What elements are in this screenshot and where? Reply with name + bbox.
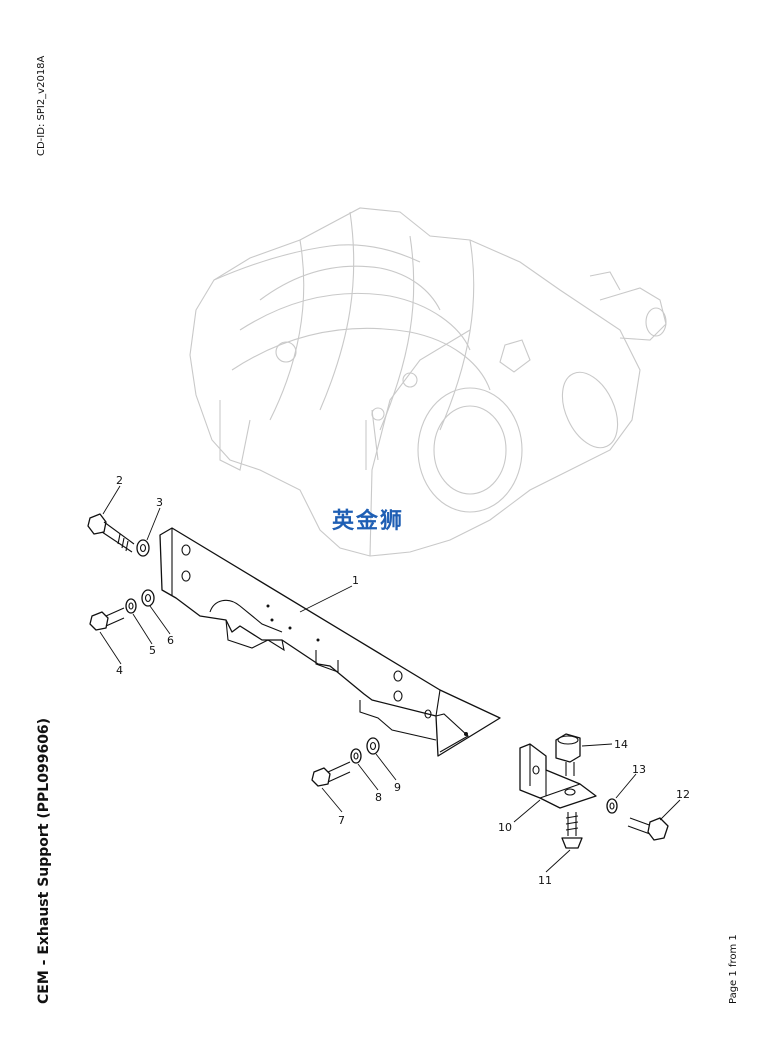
callout-7: 7 — [338, 814, 345, 827]
bolt-2 — [87, 513, 135, 553]
callout-9: 9 — [394, 781, 401, 794]
callout-13: 13 — [632, 763, 646, 776]
callout-8: 8 — [375, 791, 382, 804]
exhaust-unit-outline — [189, 207, 667, 557]
callout-10: 10 — [498, 821, 512, 834]
callouts: 1 2 3 4 5 6 7 8 9 10 11 12 13 14 — [116, 474, 690, 887]
washer-9 — [366, 737, 380, 755]
bolt-4 — [89, 607, 125, 631]
watermark-logo: 英金狮 — [332, 508, 404, 534]
washer-13 — [606, 798, 618, 814]
callout-12: 12 — [676, 788, 690, 801]
bolt-7 — [311, 761, 351, 787]
callout-1: 1 — [352, 574, 359, 587]
callout-5: 5 — [149, 644, 156, 657]
callout-4: 4 — [116, 664, 123, 677]
washer-5 — [125, 598, 137, 614]
callout-3: 3 — [156, 496, 163, 509]
nut-14 — [555, 733, 581, 776]
leader-lines — [99, 485, 681, 873]
washer-8 — [350, 748, 362, 764]
callout-2: 2 — [116, 474, 123, 487]
callout-14: 14 — [614, 738, 628, 751]
callout-6: 6 — [167, 634, 174, 647]
callout-11: 11 — [538, 874, 552, 887]
angle-bracket-10 — [519, 743, 597, 809]
washer-6 — [141, 589, 155, 607]
bolt-12 — [627, 817, 669, 841]
screw-11 — [561, 812, 583, 849]
washer-3 — [136, 539, 150, 557]
support-bracket — [159, 527, 501, 757]
